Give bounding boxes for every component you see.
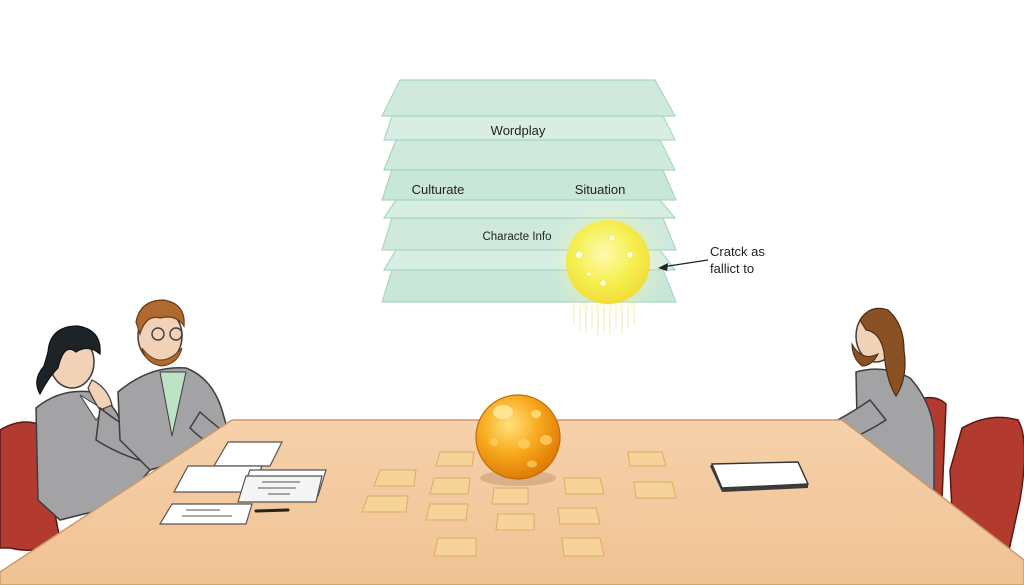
glowing-orb xyxy=(550,204,666,336)
central-sphere xyxy=(475,394,561,486)
callout-line-1: Cratck as xyxy=(710,244,765,259)
callout-line-2: fallict to xyxy=(710,261,754,276)
callout: Cratck as fallict to xyxy=(658,244,765,276)
layer-4 xyxy=(381,169,677,201)
layer-label-right: Situation xyxy=(575,182,626,197)
documents-left xyxy=(158,441,327,525)
layer-3 xyxy=(383,139,676,171)
layer-label-left: Culturate xyxy=(412,182,465,197)
layer-label-bottom: Characte Info xyxy=(482,231,551,243)
layer-1 xyxy=(381,79,677,117)
sticky-notes xyxy=(361,451,677,557)
layer-2 xyxy=(383,115,676,141)
pen xyxy=(254,508,290,513)
layer-label-top: Wordplay xyxy=(491,123,546,138)
folder-right xyxy=(710,461,810,492)
